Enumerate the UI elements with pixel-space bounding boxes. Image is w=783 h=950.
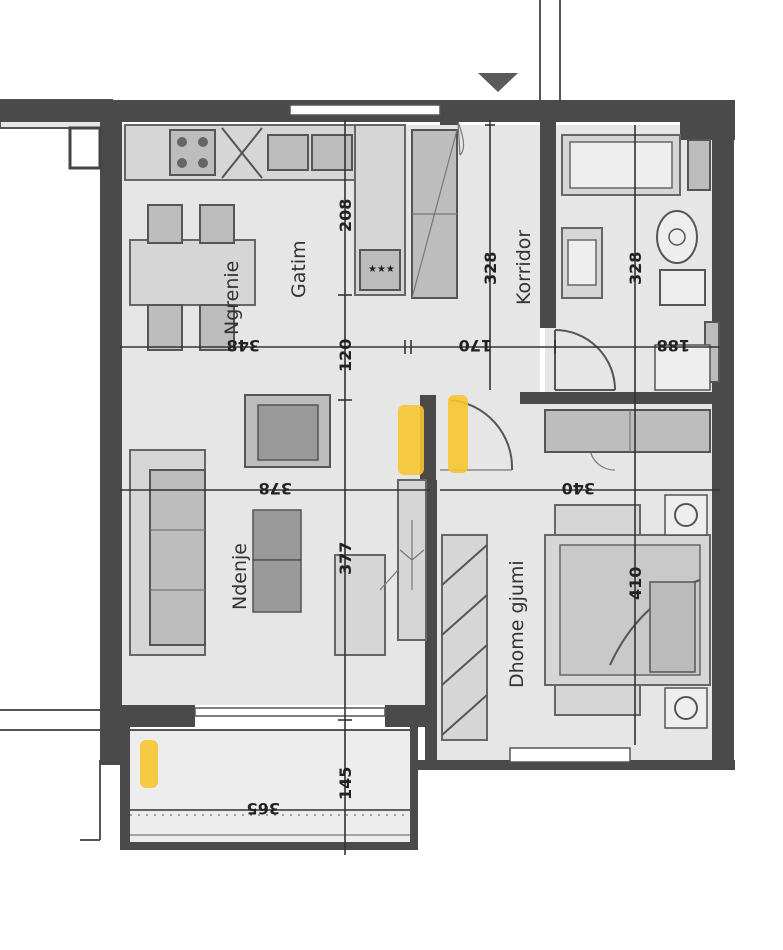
room-label-dhome-gjumi: Dhome gjumi — [506, 560, 528, 688]
dim-348: 348 — [227, 336, 260, 355]
highlight-marks — [140, 395, 468, 788]
bedroom-furniture — [441, 409, 734, 741]
room-label-ndenje: Ndenje — [229, 543, 251, 610]
balcony-railing — [130, 814, 410, 836]
dim-120: 120 — [336, 339, 355, 372]
tall-cabinet — [411, 129, 458, 299]
dim-340: 340 — [562, 479, 595, 498]
dining-set — [129, 204, 256, 351]
dim-328-korridor: 328 — [481, 252, 500, 285]
dim-377: 377 — [336, 542, 355, 575]
dim-378: 378 — [259, 479, 292, 498]
windows — [194, 104, 631, 763]
kitchen-counter: ★★★ — [124, 124, 406, 296]
dimension-lines — [120, 120, 720, 855]
dim-410: 410 — [626, 567, 645, 600]
dim-365: 365 — [247, 799, 280, 818]
bathroom-fixtures — [561, 134, 720, 391]
dim-328-bath: 328 — [626, 252, 645, 285]
room-label-gatim: Gatim — [288, 240, 310, 298]
dim-208: 208 — [336, 199, 355, 232]
svg-text:★★★: ★★★ — [368, 264, 395, 275]
dim-170: 170 — [459, 336, 492, 355]
entrance-arrow-icon — [478, 73, 518, 92]
living-furniture — [129, 394, 427, 656]
dim-145: 145 — [336, 767, 355, 800]
room-label-ngrenie: Ngrenie — [221, 261, 243, 335]
room-label-korridor: Korridor — [513, 230, 535, 305]
dim-188: 188 — [657, 336, 690, 355]
